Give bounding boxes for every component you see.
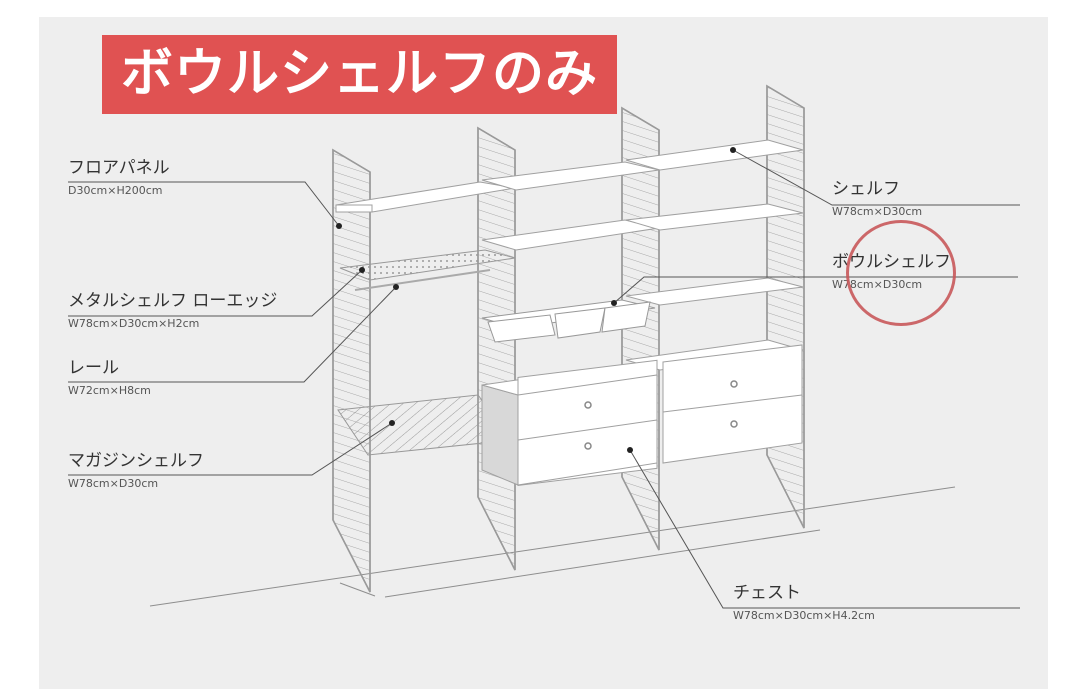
shelves: [335, 139, 804, 371]
floor-panel-dim: D30cm×H200cm: [68, 184, 163, 197]
bowl-shelf-illustration: [481, 299, 656, 343]
chest-name: チェスト: [733, 583, 801, 603]
leader-dots: [336, 147, 736, 453]
metal-shelf-name: メタルシェルフ ローエッジ: [68, 291, 278, 311]
shelf-name: シェルフ: [832, 179, 900, 199]
rail-name: レール: [68, 358, 119, 378]
magazine-shelf-name: マガジンシェルフ: [68, 451, 204, 471]
floor-panel-name: フロアパネル: [68, 158, 170, 178]
rail-dim: W72cm×H8cm: [68, 384, 151, 397]
chests: [481, 344, 803, 486]
metal-shelf: [339, 249, 516, 281]
highlight-circle: [846, 220, 956, 326]
floor-panels: [332, 84, 805, 593]
metal-shelf-dim: W78cm×D30cm×H2cm: [68, 317, 200, 330]
label-magazine-shelf: マガジンシェルフ W78cm×D30cm: [68, 451, 204, 491]
label-shelf: シェルフ W78cm×D30cm: [832, 179, 922, 219]
title-banner: ボウルシェルフのみ: [102, 35, 617, 114]
leader-lines: [68, 149, 1020, 609]
label-rail: レール W72cm×H8cm: [68, 358, 151, 398]
floor-lines: [149, 486, 956, 607]
chest-dim: W78cm×D30cm×H4.2cm: [733, 609, 875, 622]
label-metal-shelf: メタルシェルフ ローエッジ W78cm×D30cm×H2cm: [68, 291, 277, 331]
drawer-knobs: [584, 380, 738, 450]
magazine-shelf-dim: W78cm×D30cm: [68, 477, 159, 490]
shelf-dim: W78cm×D30cm: [832, 205, 923, 218]
diagram-panel: [39, 17, 1048, 689]
label-chest: チェスト W78cm×D30cm×H4.2cm: [733, 583, 875, 623]
label-floor-panel: フロアパネル D30cm×H200cm: [68, 158, 170, 198]
